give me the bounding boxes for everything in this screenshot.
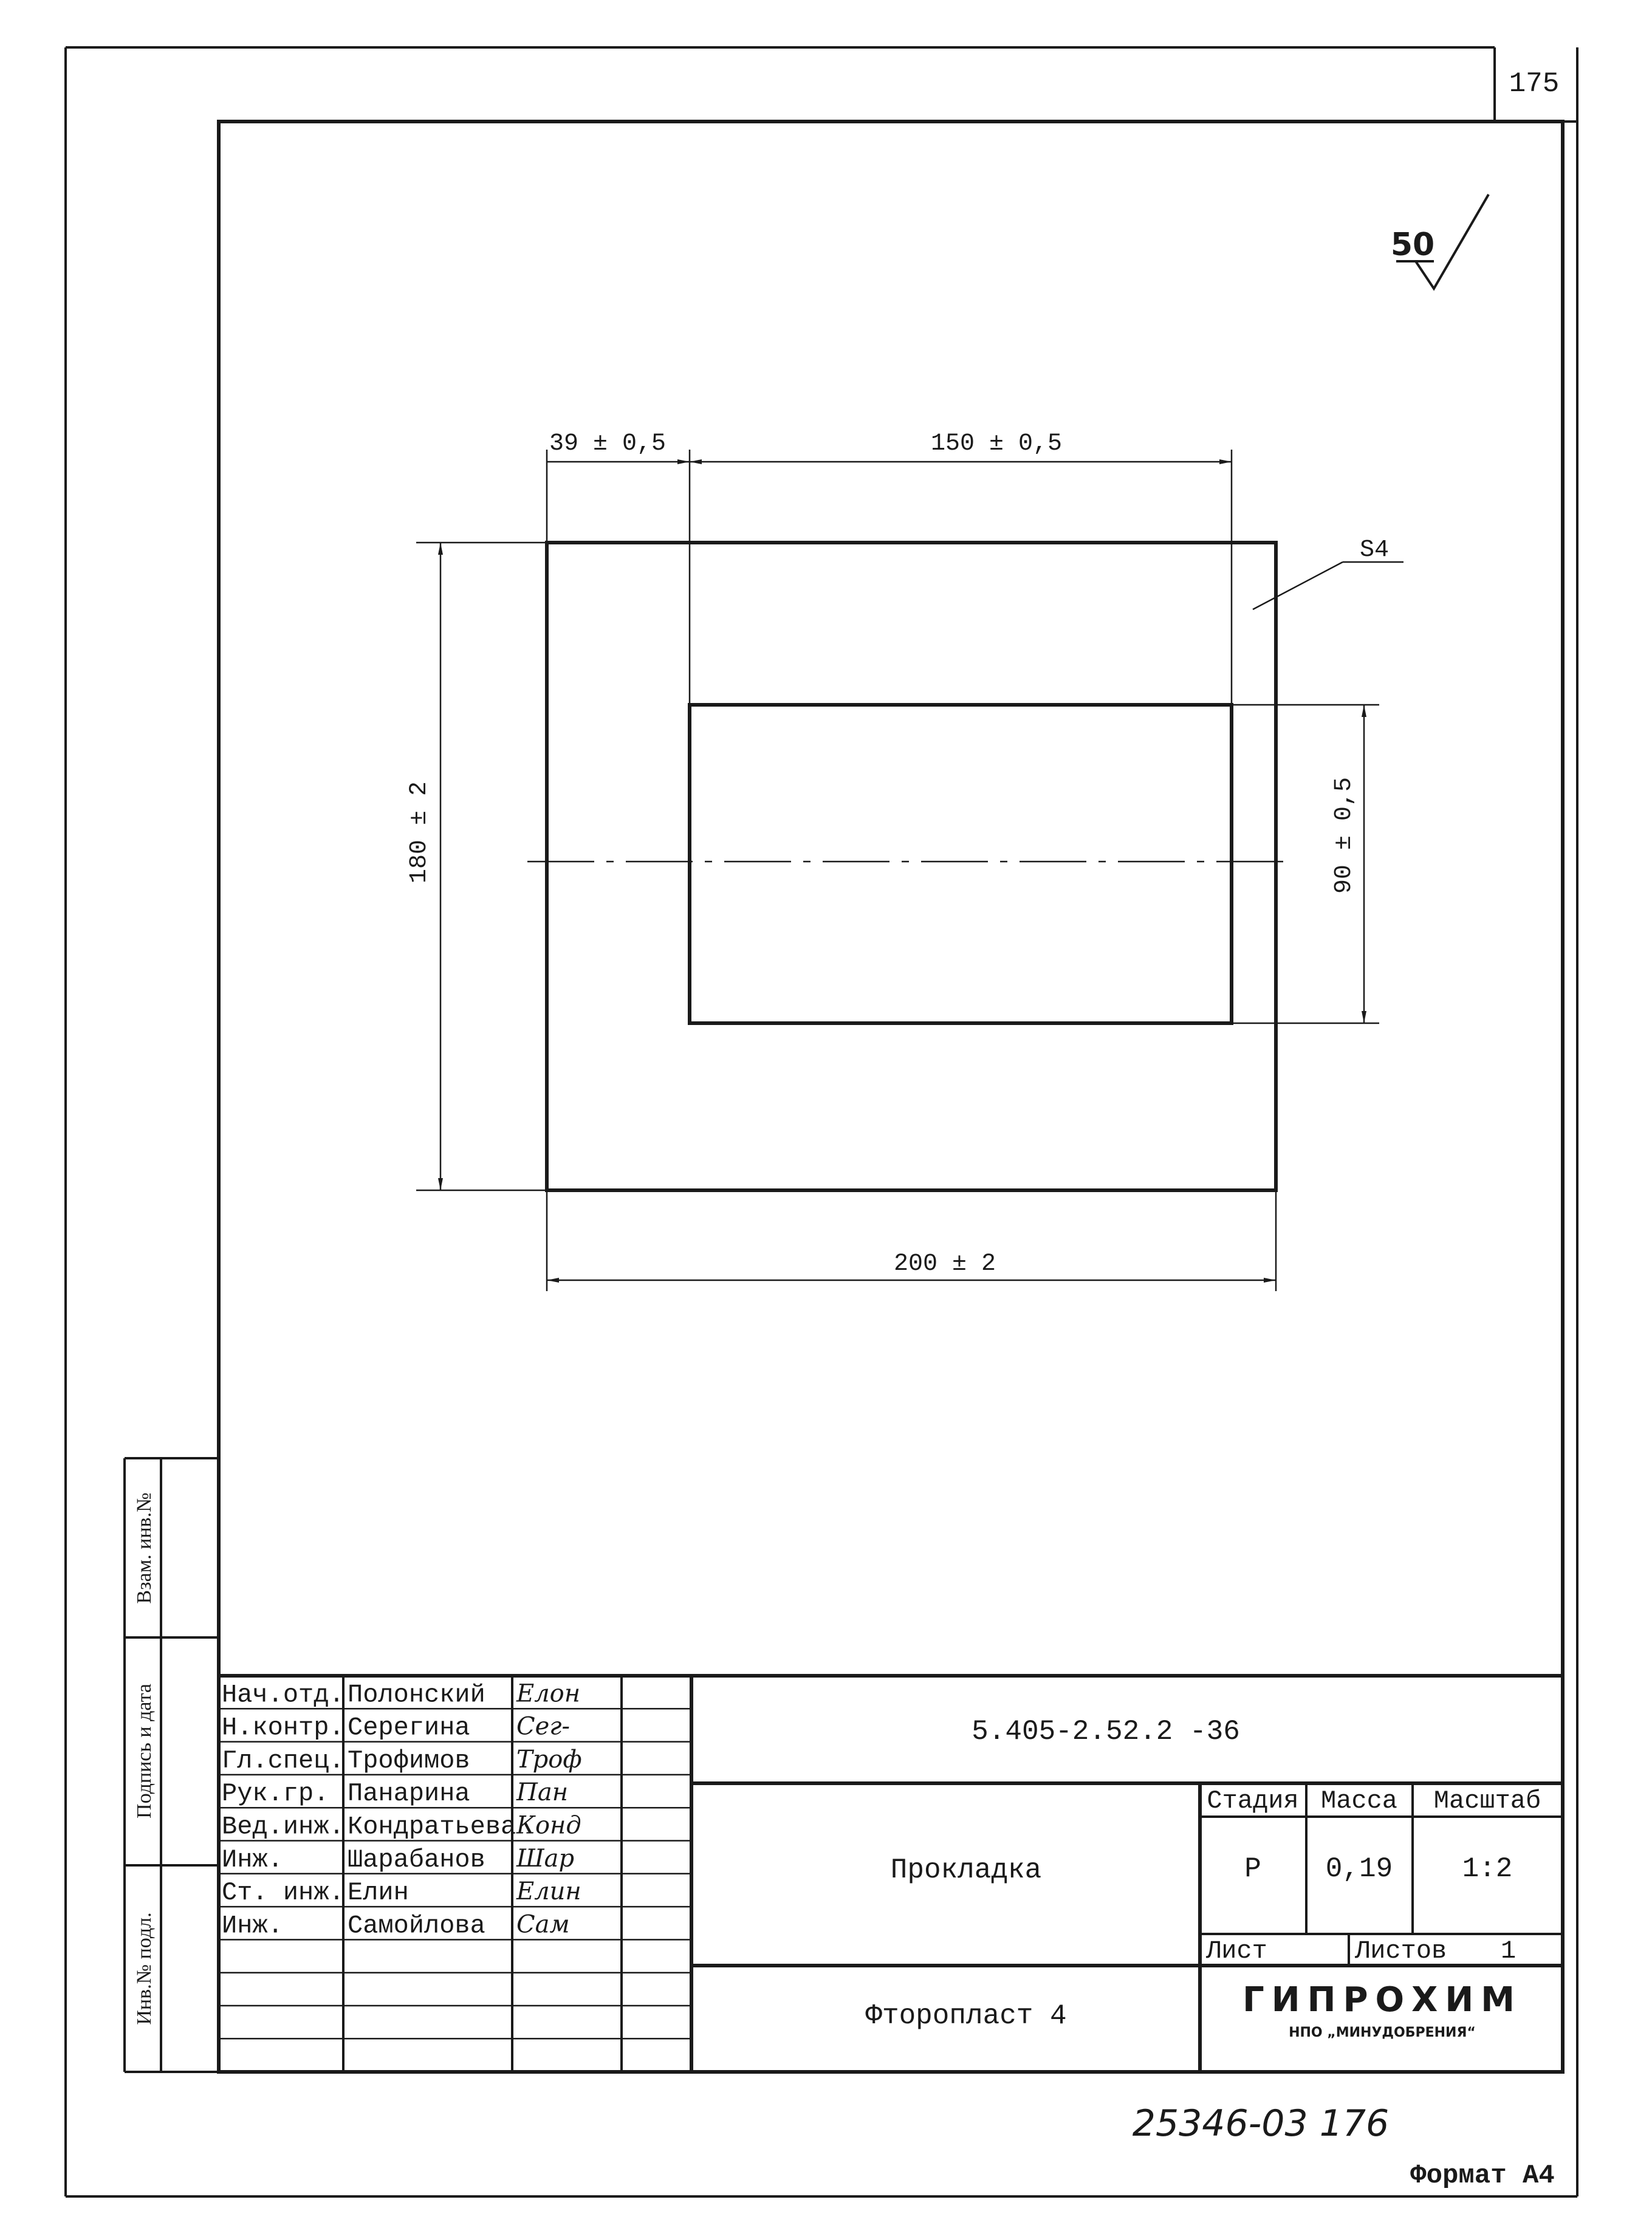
side-inv-podl: Инв.№ подл. xyxy=(133,1912,156,2024)
value-mass: 0,19 xyxy=(1326,1853,1393,1885)
thickness-leader: S4 xyxy=(1252,537,1404,611)
personnel-role: Нач.отд. xyxy=(222,1680,344,1709)
personnel-role: Вед.инж. xyxy=(222,1812,344,1842)
outer-border xyxy=(64,46,1578,2198)
side-stamp: Взам. инв.№ Подпись и дата Инв.№ подл. xyxy=(123,1457,219,2073)
personnel-signature: Елин xyxy=(516,1877,581,1905)
org-name: ГИПРОХИМ xyxy=(1242,1980,1522,2020)
value-stage: Р xyxy=(1244,1853,1261,1885)
dim-top-right: 150 ± 0,5 xyxy=(931,430,1062,458)
side-podpis: Подпись и дата xyxy=(133,1684,156,1819)
personnel-signature: Конд xyxy=(516,1812,581,1840)
side-vzam: Взам. инв.№ xyxy=(133,1492,156,1603)
dim-right: 90 ± 0,5 xyxy=(1331,777,1358,894)
personnel-signature: Елон xyxy=(516,1679,580,1707)
item-name: Прокладка xyxy=(891,1854,1041,1886)
thickness-label: S4 xyxy=(1360,537,1389,564)
archive-number: 25346-03 176 xyxy=(1133,2102,1389,2145)
personnel-role: Гл.спец. xyxy=(222,1746,344,1775)
dim-bottom: 200 ± 2 xyxy=(894,1250,996,1278)
doc-code: 5.405-2.52.2 -36 xyxy=(972,1716,1240,1747)
personnel-signature: Пан xyxy=(516,1778,568,1806)
personnel-role: Рук.гр. xyxy=(222,1779,329,1808)
format-label: Формат А4 xyxy=(1410,2161,1555,2191)
roughness-value: 50 xyxy=(1391,227,1434,263)
personnel-name: Трофимов xyxy=(348,1746,470,1775)
header-stage: Стадия xyxy=(1207,1786,1298,1815)
personnel-name: Самойлова xyxy=(348,1911,485,1940)
org-sub: НПО „МИНУДОБРЕНИЯ“ xyxy=(1289,2025,1476,2040)
value-scale: 1:2 xyxy=(1462,1853,1513,1885)
part-outline xyxy=(527,541,1294,1192)
material: Фторопласт 4 xyxy=(865,2000,1066,2032)
header-mass: Масса xyxy=(1321,1786,1397,1815)
inner-frame xyxy=(217,120,1565,2074)
personnel-name: Серегина xyxy=(348,1713,470,1743)
header-sheet: Лист xyxy=(1205,1936,1267,1966)
header-scale: Масштаб xyxy=(1434,1786,1541,1815)
personnel-name: Полонский xyxy=(348,1680,485,1709)
dimensions: 39 ± 0,5 150 ± 0,5 180 ± 2 90 ± 0,5 200 … xyxy=(406,430,1379,1291)
personnel-signature: Сег- xyxy=(516,1713,570,1741)
dim-top-left: 39 ± 0,5 xyxy=(549,430,666,458)
personnel-role: Инж. xyxy=(222,1911,283,1940)
personnel-role: Н.контр. xyxy=(222,1713,344,1743)
personnel-signature: Шар xyxy=(516,1845,574,1873)
personnel-name: Елин xyxy=(348,1878,409,1907)
personnel-signature: Троф xyxy=(516,1746,582,1774)
personnel-name: Панарина xyxy=(348,1779,470,1808)
personnel-signature: Сам xyxy=(516,1910,570,1938)
personnel-name: Кондратьева xyxy=(348,1812,516,1842)
roughness-symbol: 50 xyxy=(1391,193,1490,291)
personnel-name: Шарабанов xyxy=(348,1845,485,1874)
window-cutout xyxy=(688,703,1233,1025)
value-sheets: 1 xyxy=(1501,1936,1516,1966)
personnel-role: Ст. инж. xyxy=(222,1878,344,1907)
page-number: 175 xyxy=(1509,68,1560,100)
dim-left: 180 ± 2 xyxy=(406,781,433,883)
header-sheets: Листов xyxy=(1354,1936,1447,1966)
personnel-role: Инж. xyxy=(222,1845,283,1874)
title-block xyxy=(219,1674,1563,2072)
